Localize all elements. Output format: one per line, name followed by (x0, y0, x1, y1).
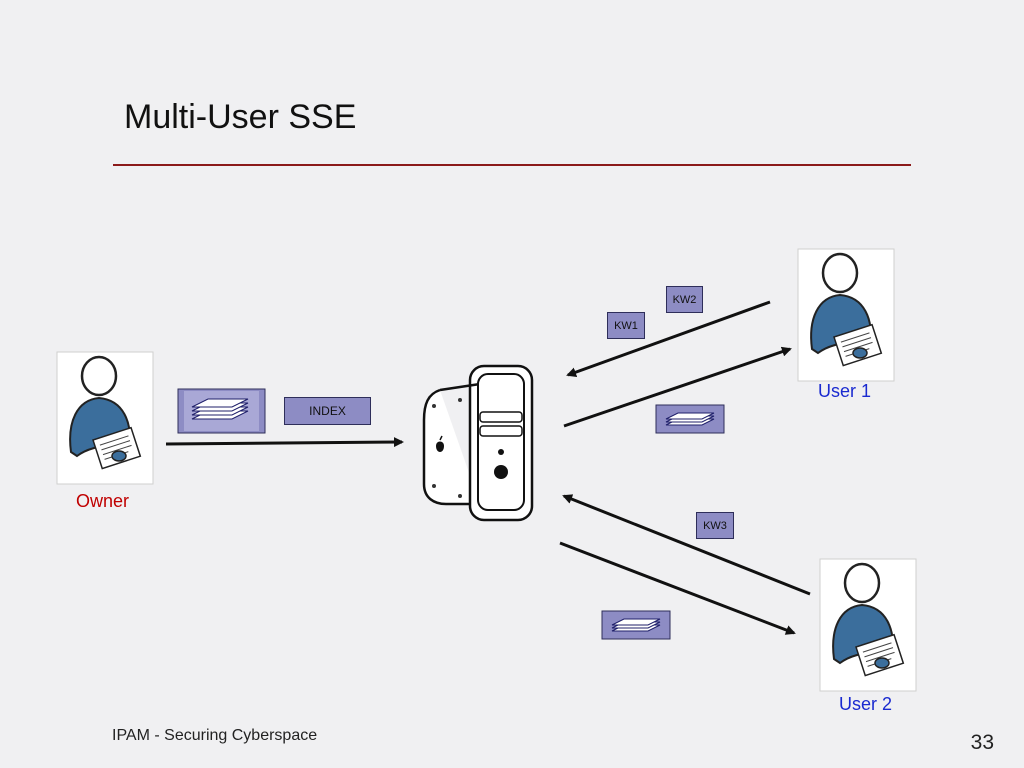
owner-to-server-arrow (165, 437, 404, 448)
user2-person-icon (818, 557, 918, 693)
user2-label: User 2 (839, 694, 893, 714)
user2-document-stack-icon (601, 610, 671, 640)
owner-document-stack-icon (177, 388, 266, 434)
user1-person-icon (796, 247, 896, 383)
user2-to-server-arrow (562, 494, 811, 596)
kw1-label-box: KW1 (607, 312, 645, 339)
owner-label: Owner (76, 491, 130, 511)
server-to-user1-arrow (563, 346, 792, 428)
kw2-label-box: KW2 (666, 286, 703, 313)
title-divider (113, 164, 911, 166)
server-to-user2-arrow (559, 541, 796, 635)
user1-label: User 1 (818, 381, 872, 401)
slide-footer: IPAM - Securing Cyberspace (112, 727, 318, 744)
page-number: 33 (970, 731, 994, 754)
index-label-box: INDEX (284, 397, 371, 425)
slide-title: Multi-User SSE (124, 98, 357, 136)
kw3-label-box: KW3 (696, 512, 734, 539)
user1-document-stack-icon (655, 404, 725, 434)
server-icon (422, 364, 534, 522)
owner-person-icon (55, 350, 155, 486)
user1-to-server-arrow (566, 300, 771, 377)
